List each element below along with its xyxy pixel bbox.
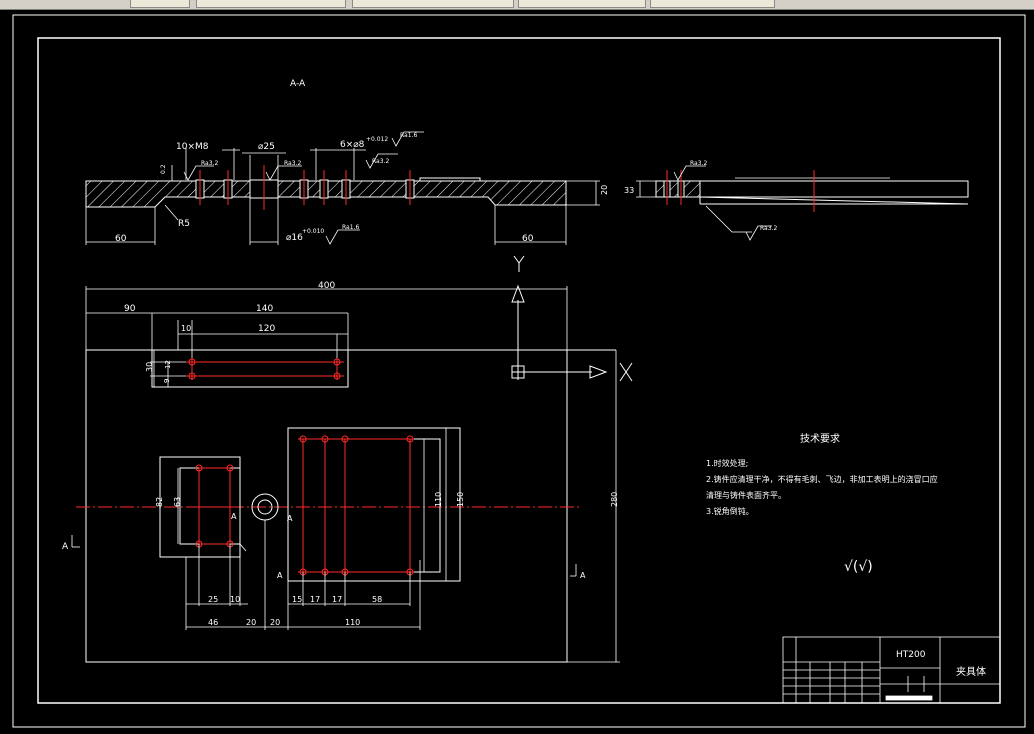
dim-150: 150: [456, 492, 465, 507]
dim-58: 58: [372, 595, 382, 604]
tol-bot: +0.010: [302, 228, 324, 235]
section-view-aa: A-A: [85, 79, 609, 245]
section-title: A-A: [290, 79, 306, 89]
part-name-label: 夹具体: [956, 665, 986, 678]
dim-110v: 110: [434, 492, 443, 507]
dim-12: 12: [164, 360, 172, 369]
tech-line: 3.锐角倒钝。: [706, 506, 754, 516]
dim-20c: 20: [270, 618, 280, 627]
toolbar-tab[interactable]: [518, 0, 646, 8]
dim-30: 30: [145, 362, 154, 372]
dim-120: 120: [258, 324, 275, 334]
tech-title: 技术要求: [800, 432, 840, 445]
dim-20: 20: [600, 185, 609, 195]
svg-text:0.2: 0.2: [160, 164, 167, 174]
title-block: [782, 636, 1001, 704]
dim-r5: R5: [178, 219, 190, 229]
dim-15: 15: [292, 595, 302, 604]
section-mark-a: A: [231, 512, 237, 521]
dim-6xd8: 6×⌀8: [340, 140, 365, 150]
dim-10xm8: 10×M8: [176, 142, 209, 152]
dim-17b: 17: [332, 595, 342, 604]
dim-280: 280: [610, 492, 619, 507]
tech-line: 1.时效处理;: [706, 458, 748, 468]
section-mark-a: A: [277, 571, 283, 580]
dim-d16: ⌀16: [286, 233, 303, 243]
dim-90: 90: [124, 304, 136, 314]
tol-top: +0.012: [366, 136, 388, 143]
dim-9: 9: [163, 379, 171, 383]
roughness-label: Ra1.6: [342, 224, 359, 231]
dim-17a: 17: [310, 595, 320, 604]
toolbar-tab[interactable]: [196, 0, 346, 8]
cad-drawing-canvas[interactable]: A-A: [0, 9, 1034, 734]
dim-25: 25: [208, 595, 218, 604]
dim-10: 10: [181, 324, 191, 333]
roughness-label: Ra3.2: [372, 158, 389, 165]
material-label: HT200: [896, 650, 926, 660]
section-mark-a: A: [62, 542, 69, 552]
tech-line: 清理与铸件表面齐平。: [706, 490, 786, 500]
section-mark-a: A: [287, 514, 293, 523]
dim-140: 140: [256, 304, 273, 314]
roughness-label: Ra3.2: [284, 160, 301, 167]
roughness-label: Ra3.2: [690, 160, 707, 167]
toolbar-tab[interactable]: [130, 0, 190, 8]
side-view: 33 Ra3.2 Ra3.2: [624, 160, 969, 241]
dim-63: 63: [173, 497, 182, 507]
surface-finish-note: √(√): [844, 559, 873, 575]
dim-400: 400: [318, 281, 335, 291]
dim-33: 33: [624, 186, 634, 195]
dim-60-left: 60: [115, 234, 127, 244]
technical-requirements: 技术要求 1.时效处理; 2.铸件应清理干净，不得有毛刺、飞边，非加工表明上的浇…: [706, 432, 938, 575]
window-toolbar: [0, 0, 1034, 10]
tech-line: 2.铸件应清理干净，不得有毛刺、飞边，非加工表明上的浇冒口应: [706, 474, 938, 484]
roughness-label: Ra3.2: [760, 225, 777, 232]
roughness-label: Ra3.2: [201, 160, 218, 167]
dim-20b: 20: [246, 618, 256, 627]
plan-view: 400 90 140 10 120 30 12 9: [62, 255, 633, 663]
drawing-border: [12, 14, 1026, 728]
toolbar-tab[interactable]: [650, 0, 775, 8]
dim-110: 110: [345, 618, 360, 627]
dim-46: 46: [208, 618, 218, 627]
toolbar-tab[interactable]: [352, 0, 514, 8]
section-mark-a: A: [580, 571, 586, 580]
dim-82: 82: [155, 497, 164, 507]
dim-60-right: 60: [522, 234, 534, 244]
dim-10b: 10: [230, 595, 240, 604]
dim-d25: ⌀25: [258, 142, 275, 152]
roughness-label: Ra1.6: [400, 132, 417, 139]
